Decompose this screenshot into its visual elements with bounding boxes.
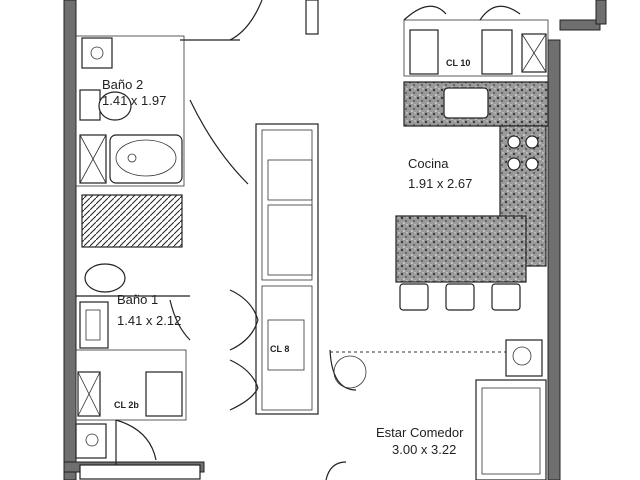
- cocina-name: Cocina: [408, 156, 449, 171]
- bano2-name: Baño 2: [102, 77, 143, 92]
- cocina-dims: 1.91 x 2.67: [408, 176, 472, 191]
- burner-icon: [525, 157, 539, 171]
- bano1-name: Baño 1: [117, 292, 158, 307]
- kitchen-sink-icon: [443, 87, 489, 119]
- stool-icon: [399, 283, 429, 311]
- radiator: [81, 194, 183, 248]
- closet-area-left: [75, 349, 201, 480]
- central-closets: [229, 123, 319, 415]
- sofa-icon: [475, 379, 547, 480]
- entry-door: [180, 0, 319, 41]
- burner-icon: [507, 135, 521, 149]
- closet-label-cl2b: CL 2b: [114, 400, 139, 410]
- closet-label-cl8: CL 8: [270, 344, 289, 354]
- burner-icon: [507, 157, 521, 171]
- kitchen-island: [395, 215, 527, 283]
- room-labels: Baño 2 1.41 x 1.97 Baño 1 1.41 x 2.12 Co…: [102, 58, 472, 457]
- bano2-dims: 1.41 x 1.97: [102, 93, 166, 108]
- sink-icon-1: [79, 301, 109, 349]
- bano1-dims: 1.41 x 2.12: [117, 313, 181, 328]
- stool-icon: [491, 283, 521, 311]
- sink-icon: [81, 37, 113, 69]
- bathroom-1: [76, 263, 191, 349]
- exterior-walls: [63, 0, 607, 480]
- toilet-icon: [98, 91, 132, 121]
- stool-icon: [445, 283, 475, 311]
- burner-icon: [525, 135, 539, 149]
- toilet-icon-1: [84, 263, 126, 293]
- toilet-tank-icon: [79, 89, 101, 121]
- bathtub-icon: [109, 134, 183, 184]
- closet-label-cl10: CL 10: [446, 58, 470, 68]
- kitchen: [395, 5, 549, 311]
- estar-dims: 3.00 x 3.22: [392, 442, 456, 457]
- fireplace-icon: [505, 339, 543, 377]
- bathroom-2: [75, 35, 249, 187]
- living-dining: [325, 339, 547, 480]
- estar-name: Estar Comedor: [376, 425, 464, 440]
